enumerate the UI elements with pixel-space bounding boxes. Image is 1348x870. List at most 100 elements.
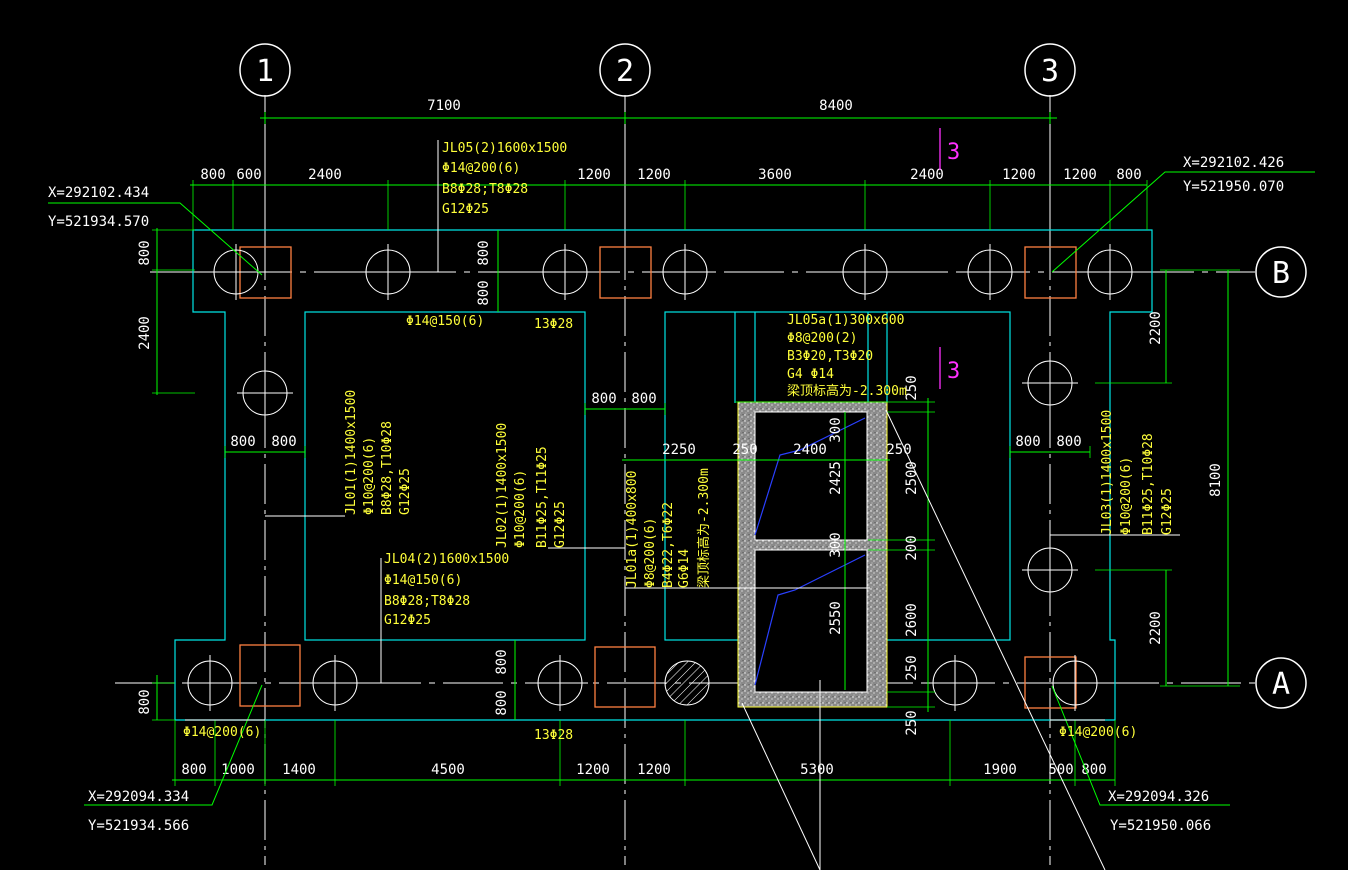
- dim-mid-beam-800b: 800: [631, 391, 656, 407]
- dim-bottom-1200b: 1200: [637, 762, 671, 778]
- jl01a-title[interactable]: JL01a(1)400x800: [625, 471, 640, 588]
- axis-bubble-B[interactable]: [1255, 246, 1307, 298]
- dim-2250: 2250: [662, 442, 696, 458]
- coord-top-right-y: Y=521950.070: [1183, 179, 1284, 195]
- dim-bottom-800a: 800: [181, 762, 206, 778]
- jl01-stirrup: Φ10@200(6): [362, 437, 377, 515]
- dim-left-800a: 800: [137, 240, 153, 265]
- coord-bottom-left-x: X=292094.334: [88, 789, 189, 805]
- jl02-side: G12Φ25: [553, 501, 568, 548]
- jl04-rebar: B8Φ28;T8Φ28: [384, 594, 470, 609]
- axis-bubble-3[interactable]: [1024, 43, 1076, 97]
- dim-extension-lines: [152, 180, 1240, 786]
- jl02-title[interactable]: JL02(1)1400x1500: [495, 423, 510, 548]
- dim-pit-2600: 2600: [904, 603, 920, 637]
- jl05a-elev: 梁顶标高为-2.300m: [787, 383, 907, 399]
- columns[interactable]: [239, 246, 1077, 709]
- jl01a-side: G6Φ14: [677, 549, 692, 588]
- dim-bottom-800b: 800: [1081, 762, 1106, 778]
- dim-left-800b: 800: [137, 689, 153, 714]
- foundation-outline[interactable]: [174, 229, 1153, 721]
- rebar-upper: [754, 417, 866, 536]
- dim-top-600: 600: [236, 167, 261, 183]
- dim-pit-2500: 2500: [904, 461, 920, 495]
- jl01a-rebar: B4Φ22,T6Φ22: [661, 502, 676, 588]
- dim-pit-200: 200: [904, 535, 920, 560]
- jl01-side: G12Φ25: [398, 468, 413, 515]
- axis-bubble-1[interactable]: [239, 43, 291, 97]
- column-2B[interactable]: [599, 246, 652, 299]
- dimension-texts: 7100 8400 800 600 2400 1200 1200 3600 24…: [137, 98, 1224, 778]
- dimension-lines: [152, 112, 1240, 786]
- coord-top-right-x: X=292102.426: [1183, 155, 1284, 171]
- jl02-stirrup: Φ10@200(6): [513, 470, 528, 548]
- dim-top-1200a: 1200: [577, 167, 611, 183]
- pit-cell-upper: [754, 411, 868, 541]
- dim-bottom-1000: 1000: [221, 762, 255, 778]
- dim-lower-a-800a: 800: [494, 649, 510, 674]
- jl01-title[interactable]: JL01(1)1400x1500: [344, 390, 359, 515]
- leader-bottom-right: [1051, 685, 1230, 806]
- dim-bottom-1400: 1400: [282, 762, 316, 778]
- dim-top-800a: 800: [200, 167, 225, 183]
- dim-7100: 7100: [427, 98, 461, 114]
- dim-top-2400a: 2400: [308, 167, 342, 183]
- dim-pit-250b: 250: [904, 655, 920, 680]
- axis-bubble-A[interactable]: [1255, 657, 1307, 709]
- dim-right-8100: 8100: [1208, 463, 1224, 497]
- pile-hatched[interactable]: [664, 660, 710, 706]
- dim-pit-w250b: 250: [886, 442, 911, 458]
- dim-top-2400b: 2400: [910, 167, 944, 183]
- dim-top-3600: 3600: [758, 167, 792, 183]
- jl03-side: G12Φ25: [1160, 488, 1175, 535]
- jl05a-title[interactable]: JL05a(1)300x600: [787, 313, 904, 328]
- jl04-side: G12Φ25: [384, 613, 431, 628]
- jl02-rebar: B11Φ25,T11Φ25: [535, 446, 550, 548]
- axis-label-2: 2: [616, 54, 634, 89]
- axis-label-B: B: [1272, 256, 1290, 291]
- dim-right-2200b: 2200: [1148, 611, 1164, 645]
- jl03-title[interactable]: JL03(1)1400x1500: [1100, 410, 1115, 535]
- coord-top-left-y: Y=521934.570: [48, 214, 149, 230]
- coordinate-texts: X=292102.434 Y=521934.570 X=292102.426 Y…: [48, 155, 1284, 834]
- beam-labels: JL05(2)1600x1500 Φ14@200(6) B8Φ28;T8Φ28 …: [183, 141, 1175, 743]
- dim-right-beam-800a: 800: [1015, 434, 1040, 450]
- leader-top-left: [48, 202, 263, 276]
- jl05-stirrup: Φ14@200(6): [442, 161, 520, 176]
- dim-pit-h2550: 2550: [828, 601, 844, 635]
- column-1A[interactable]: [239, 644, 301, 707]
- column-2A[interactable]: [594, 646, 656, 708]
- dim-top-1200b: 1200: [637, 167, 671, 183]
- jl05-title[interactable]: JL05(2)1600x1500: [442, 141, 567, 156]
- dim-mid-beam-800a: 800: [591, 391, 616, 407]
- axis-bubble-2[interactable]: [599, 43, 651, 97]
- jl03-stirrup: Φ10@200(6): [1119, 457, 1134, 535]
- piles[interactable]: [182, 244, 1138, 711]
- dim-right-beam-800b: 800: [1056, 434, 1081, 450]
- dim-right-2200a: 2200: [1148, 311, 1164, 345]
- bottom-left-stirrup: Φ14@200(6): [183, 725, 261, 740]
- jl04-stirrup: Φ14@150(6): [384, 573, 462, 588]
- dim-pit-250a: 250: [904, 375, 920, 400]
- section-mark-top: 3: [947, 140, 960, 165]
- dim-upper-b-800b: 800: [476, 280, 492, 305]
- foundation-beam-perimeter[interactable]: [174, 229, 1153, 721]
- dim-bottom-1200a: 1200: [576, 762, 610, 778]
- bottom-right-stirrup: Φ14@200(6): [1059, 725, 1137, 740]
- bottom-bar-13: 13Φ28: [534, 728, 573, 743]
- dim-bottom-1900: 1900: [983, 762, 1017, 778]
- dim-bottom-500: 500: [1048, 762, 1073, 778]
- leader-pit-section-2: [885, 409, 1106, 870]
- axis-bubbles: [239, 43, 1307, 709]
- axis-label-A: A: [1272, 667, 1290, 702]
- axis-label-3: 3: [1041, 54, 1059, 89]
- jl05a-side: G4 Φ14: [787, 367, 834, 382]
- jl05-side: G12Φ25: [442, 202, 489, 217]
- column-3B[interactable]: [1024, 246, 1077, 299]
- jl04-title[interactable]: JL04(2)1600x1500: [384, 552, 509, 567]
- jl01a-stirrup: Φ8@200(6): [643, 518, 658, 588]
- pit-cell-lower: [754, 549, 868, 693]
- coord-bottom-left-y: Y=521934.566: [88, 818, 189, 834]
- leader-bottom-left: [84, 684, 263, 806]
